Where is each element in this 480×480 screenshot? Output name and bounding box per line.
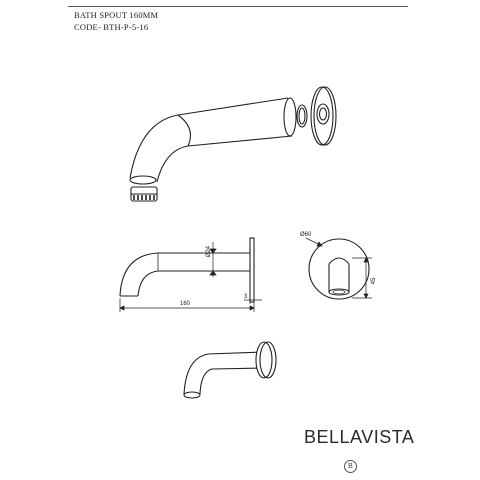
spout-outlet [129,175,157,185]
front-outlet-inner [332,289,346,295]
label-outlet-diameter: Ø24 [206,245,212,257]
spout-seam [177,114,191,147]
label-height: 45 [371,277,377,284]
front-elevation [305,237,372,300]
dim-outlet-diameter [209,242,217,277]
spout-body-lower-edge [156,135,293,183]
wall-flange [310,86,337,146]
brand-logo-text: BELLAVISTA [304,427,415,447]
front-wall-plate [308,238,370,300]
front-spout-top [328,257,350,265]
persp-pipe-upper [183,351,265,395]
dim-height [352,257,372,299]
side-elevation [119,237,262,312]
persp-flange-back [255,341,273,379]
label-plate-diameter: Ø60 [300,232,312,238]
aerator [130,186,158,202]
persp-flange-front [259,341,277,379]
dim-plate-diameter [305,237,323,247]
label-wall-gap: 3 [244,294,248,300]
o-ring [296,104,308,128]
product-code: CODE- BTH-P-5-16 [74,22,149,32]
dim-wall-gap [244,299,262,304]
side-pipe-lower [137,270,250,297]
persp-outlet [183,391,201,399]
spout-back-end [283,97,297,137]
brand-mark-icon: B [344,460,357,473]
exploded-view [129,86,337,202]
persp-pipe-lower [199,367,267,395]
spout-body-upper-edge [129,97,289,179]
product-title: BATH SPOUT 160MM [74,10,159,20]
header-rule [68,6,408,7]
dim-length [119,298,255,312]
label-length: 160 [180,301,191,307]
front-outlet [328,288,350,296]
perspective-view [183,341,277,399]
side-wall-plate [249,237,255,303]
o-ring-inner [298,107,306,125]
